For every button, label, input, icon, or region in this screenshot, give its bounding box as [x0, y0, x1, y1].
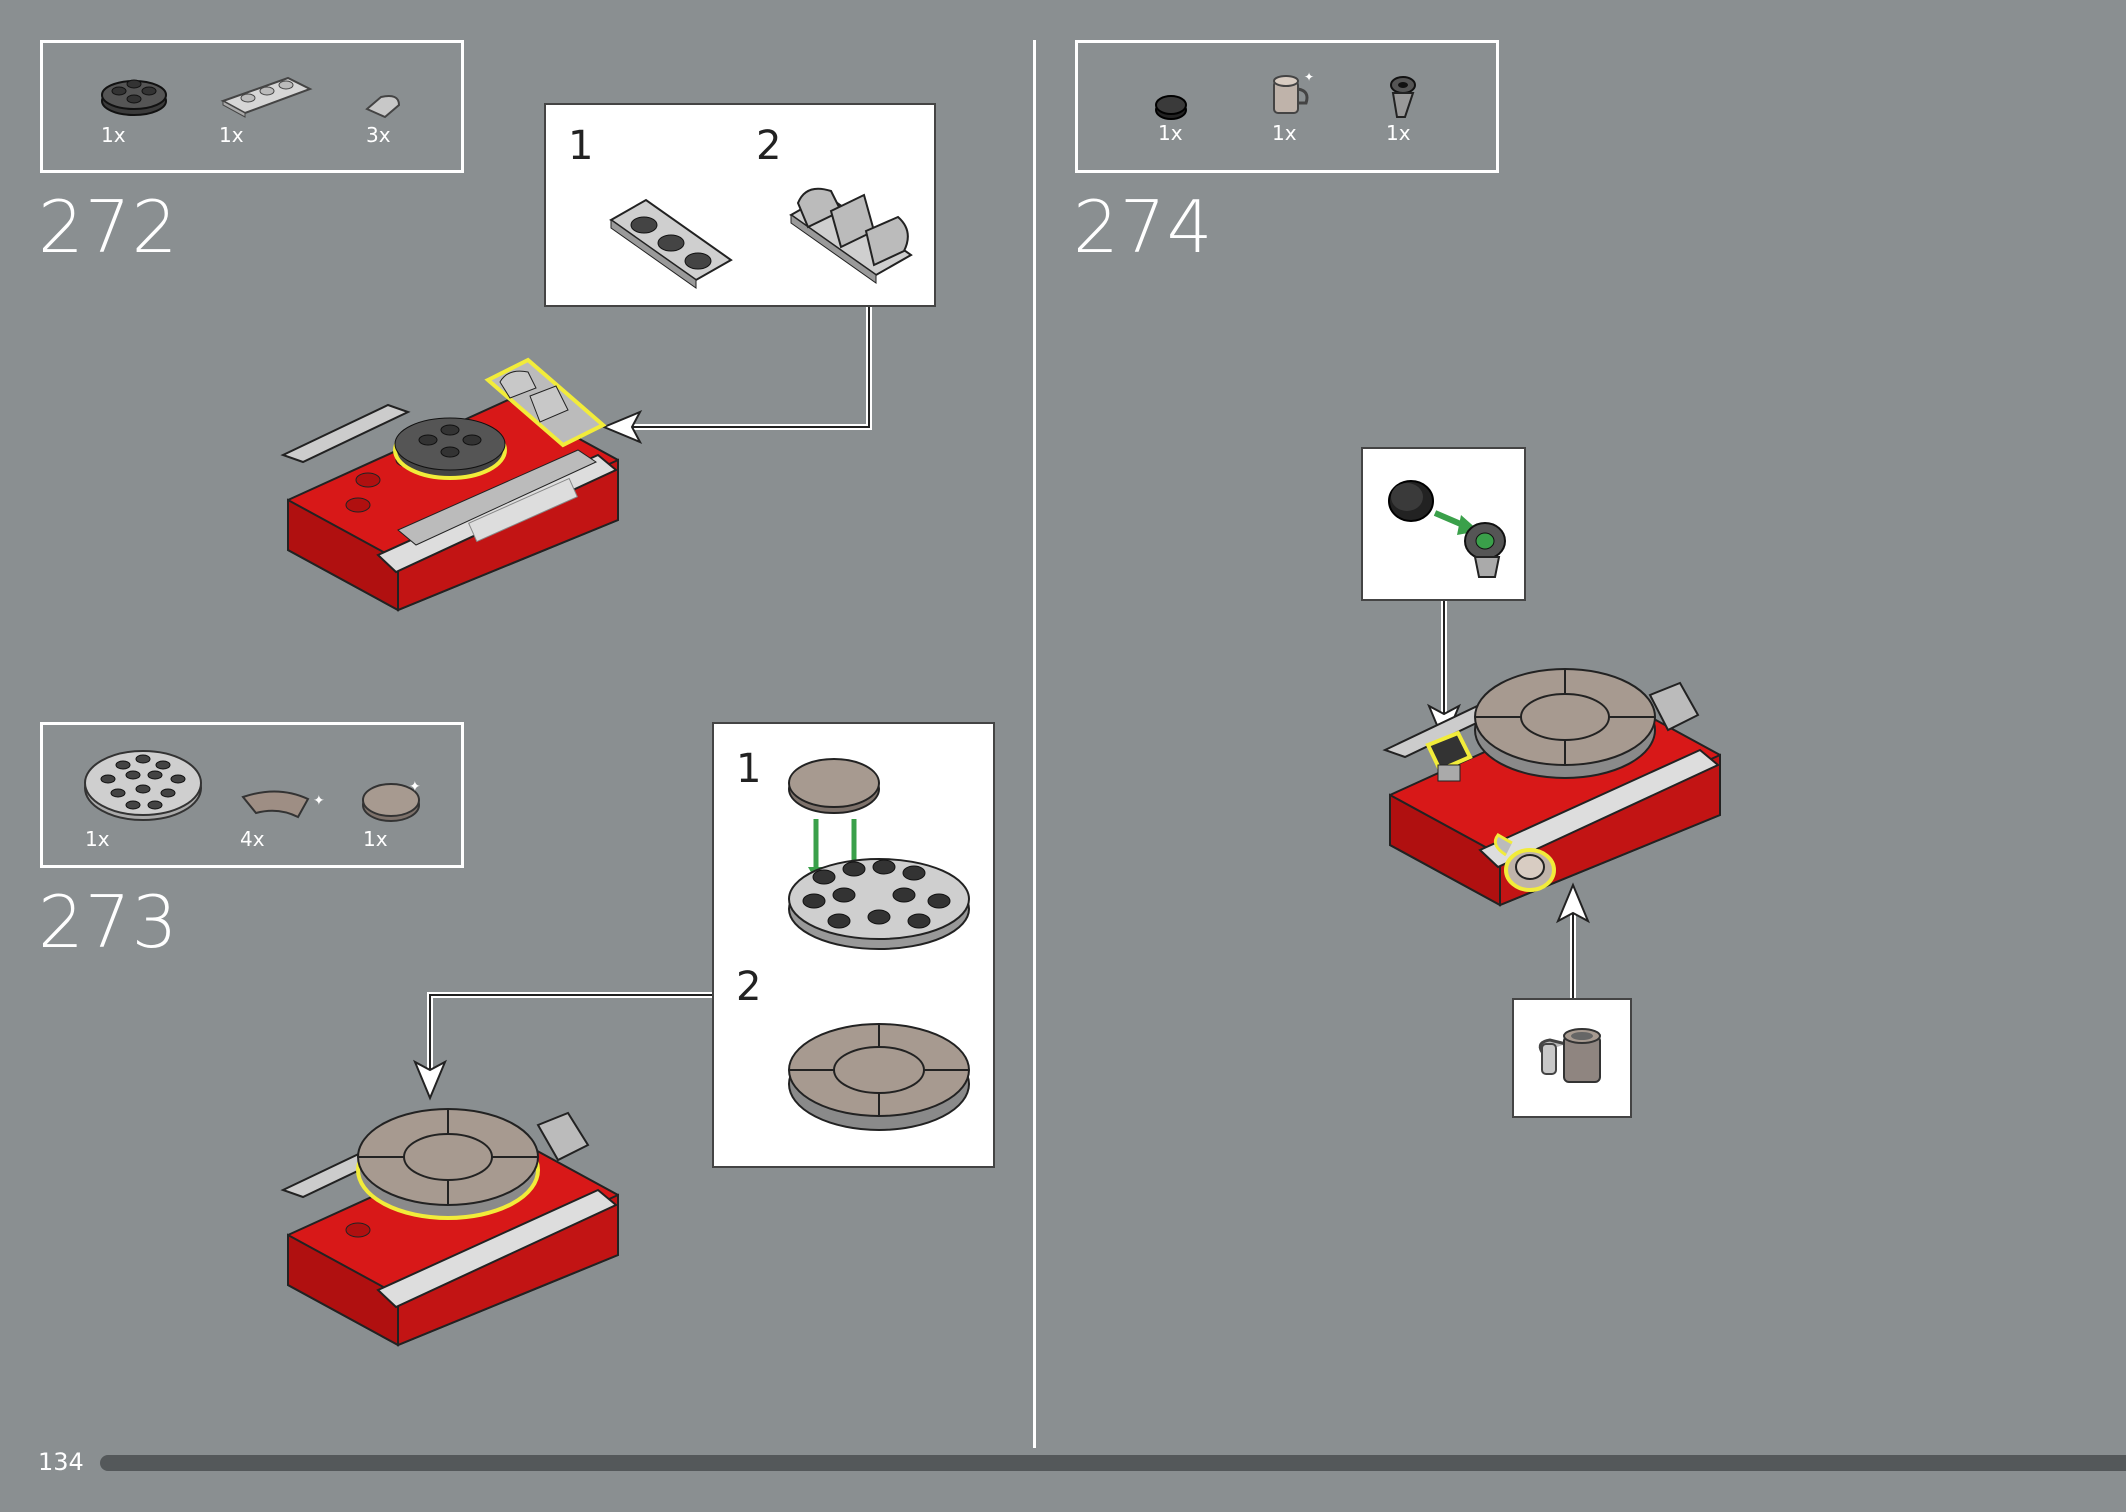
parts-box-273: 1x ✦ 4x ✦ 1x: [40, 722, 464, 868]
clip-bracket-icon: [1390, 76, 1416, 118]
page-divider: [1033, 40, 1036, 1448]
part-qty: 1x: [1272, 121, 1297, 145]
svg-text:✦: ✦: [1304, 70, 1314, 84]
engine-model-272: [280, 357, 619, 612]
tile-round-corner-icon: [365, 95, 401, 119]
engine-model-273: [280, 1108, 619, 1347]
step-number-272: 272: [38, 185, 179, 269]
progress-bar: [100, 1455, 2126, 1471]
callout-box-tile-onto-clip: [1361, 447, 1526, 601]
plate-1x3-light-icon: [220, 76, 313, 118]
part-qty: 1x: [1386, 121, 1411, 145]
part-qty: 1x: [85, 827, 110, 851]
substep-number: 2: [736, 964, 762, 1010]
substep-number: 1: [736, 746, 762, 792]
macaroni-tile-icon: ✦: [241, 790, 325, 819]
subassembly-box-273: 1 2: [712, 722, 995, 1168]
tiled-plate-icon: [789, 187, 913, 284]
page-number: 134: [38, 1448, 84, 1476]
part-qty: 1x: [363, 827, 388, 851]
part-qty: 4x: [240, 827, 265, 851]
part-qty: 1x: [101, 123, 126, 147]
tile-onto-clip-icon: [1388, 480, 1506, 578]
plate-1x3-light-icon: [609, 198, 733, 289]
svg-text:✦: ✦: [409, 779, 421, 795]
parts-box-274: 1x ✦ 1x 1x: [1075, 40, 1499, 173]
svg-text:✦: ✦: [313, 793, 325, 809]
round-tile-1x1-black-icon: [1155, 95, 1187, 120]
parts-box-272: 1x 1x 3x: [40, 40, 464, 173]
engine-model-274: [1382, 668, 1721, 907]
round-tile-2x2-icon: ✦: [362, 779, 421, 822]
cup-icon: ✦: [1273, 70, 1314, 114]
cup-icon: [1538, 1028, 1601, 1083]
round-plate-with-tile-icon: [788, 758, 970, 950]
subassembly-box-272: 1 2: [544, 103, 936, 307]
part-qty: 1x: [219, 123, 244, 147]
step-number-274: 274: [1073, 185, 1214, 269]
callout-box-cup: [1512, 998, 1632, 1118]
substep-number: 2: [756, 123, 782, 169]
substep-number: 1: [568, 123, 594, 169]
round-plate-2x2-dark-icon: [101, 79, 167, 116]
part-qty: 3x: [366, 123, 391, 147]
step-number-273: 273: [38, 880, 179, 964]
round-plate-4x4-icon: [84, 750, 202, 821]
turntable-disc-icon: [788, 1023, 970, 1131]
part-qty: 1x: [1158, 121, 1183, 145]
